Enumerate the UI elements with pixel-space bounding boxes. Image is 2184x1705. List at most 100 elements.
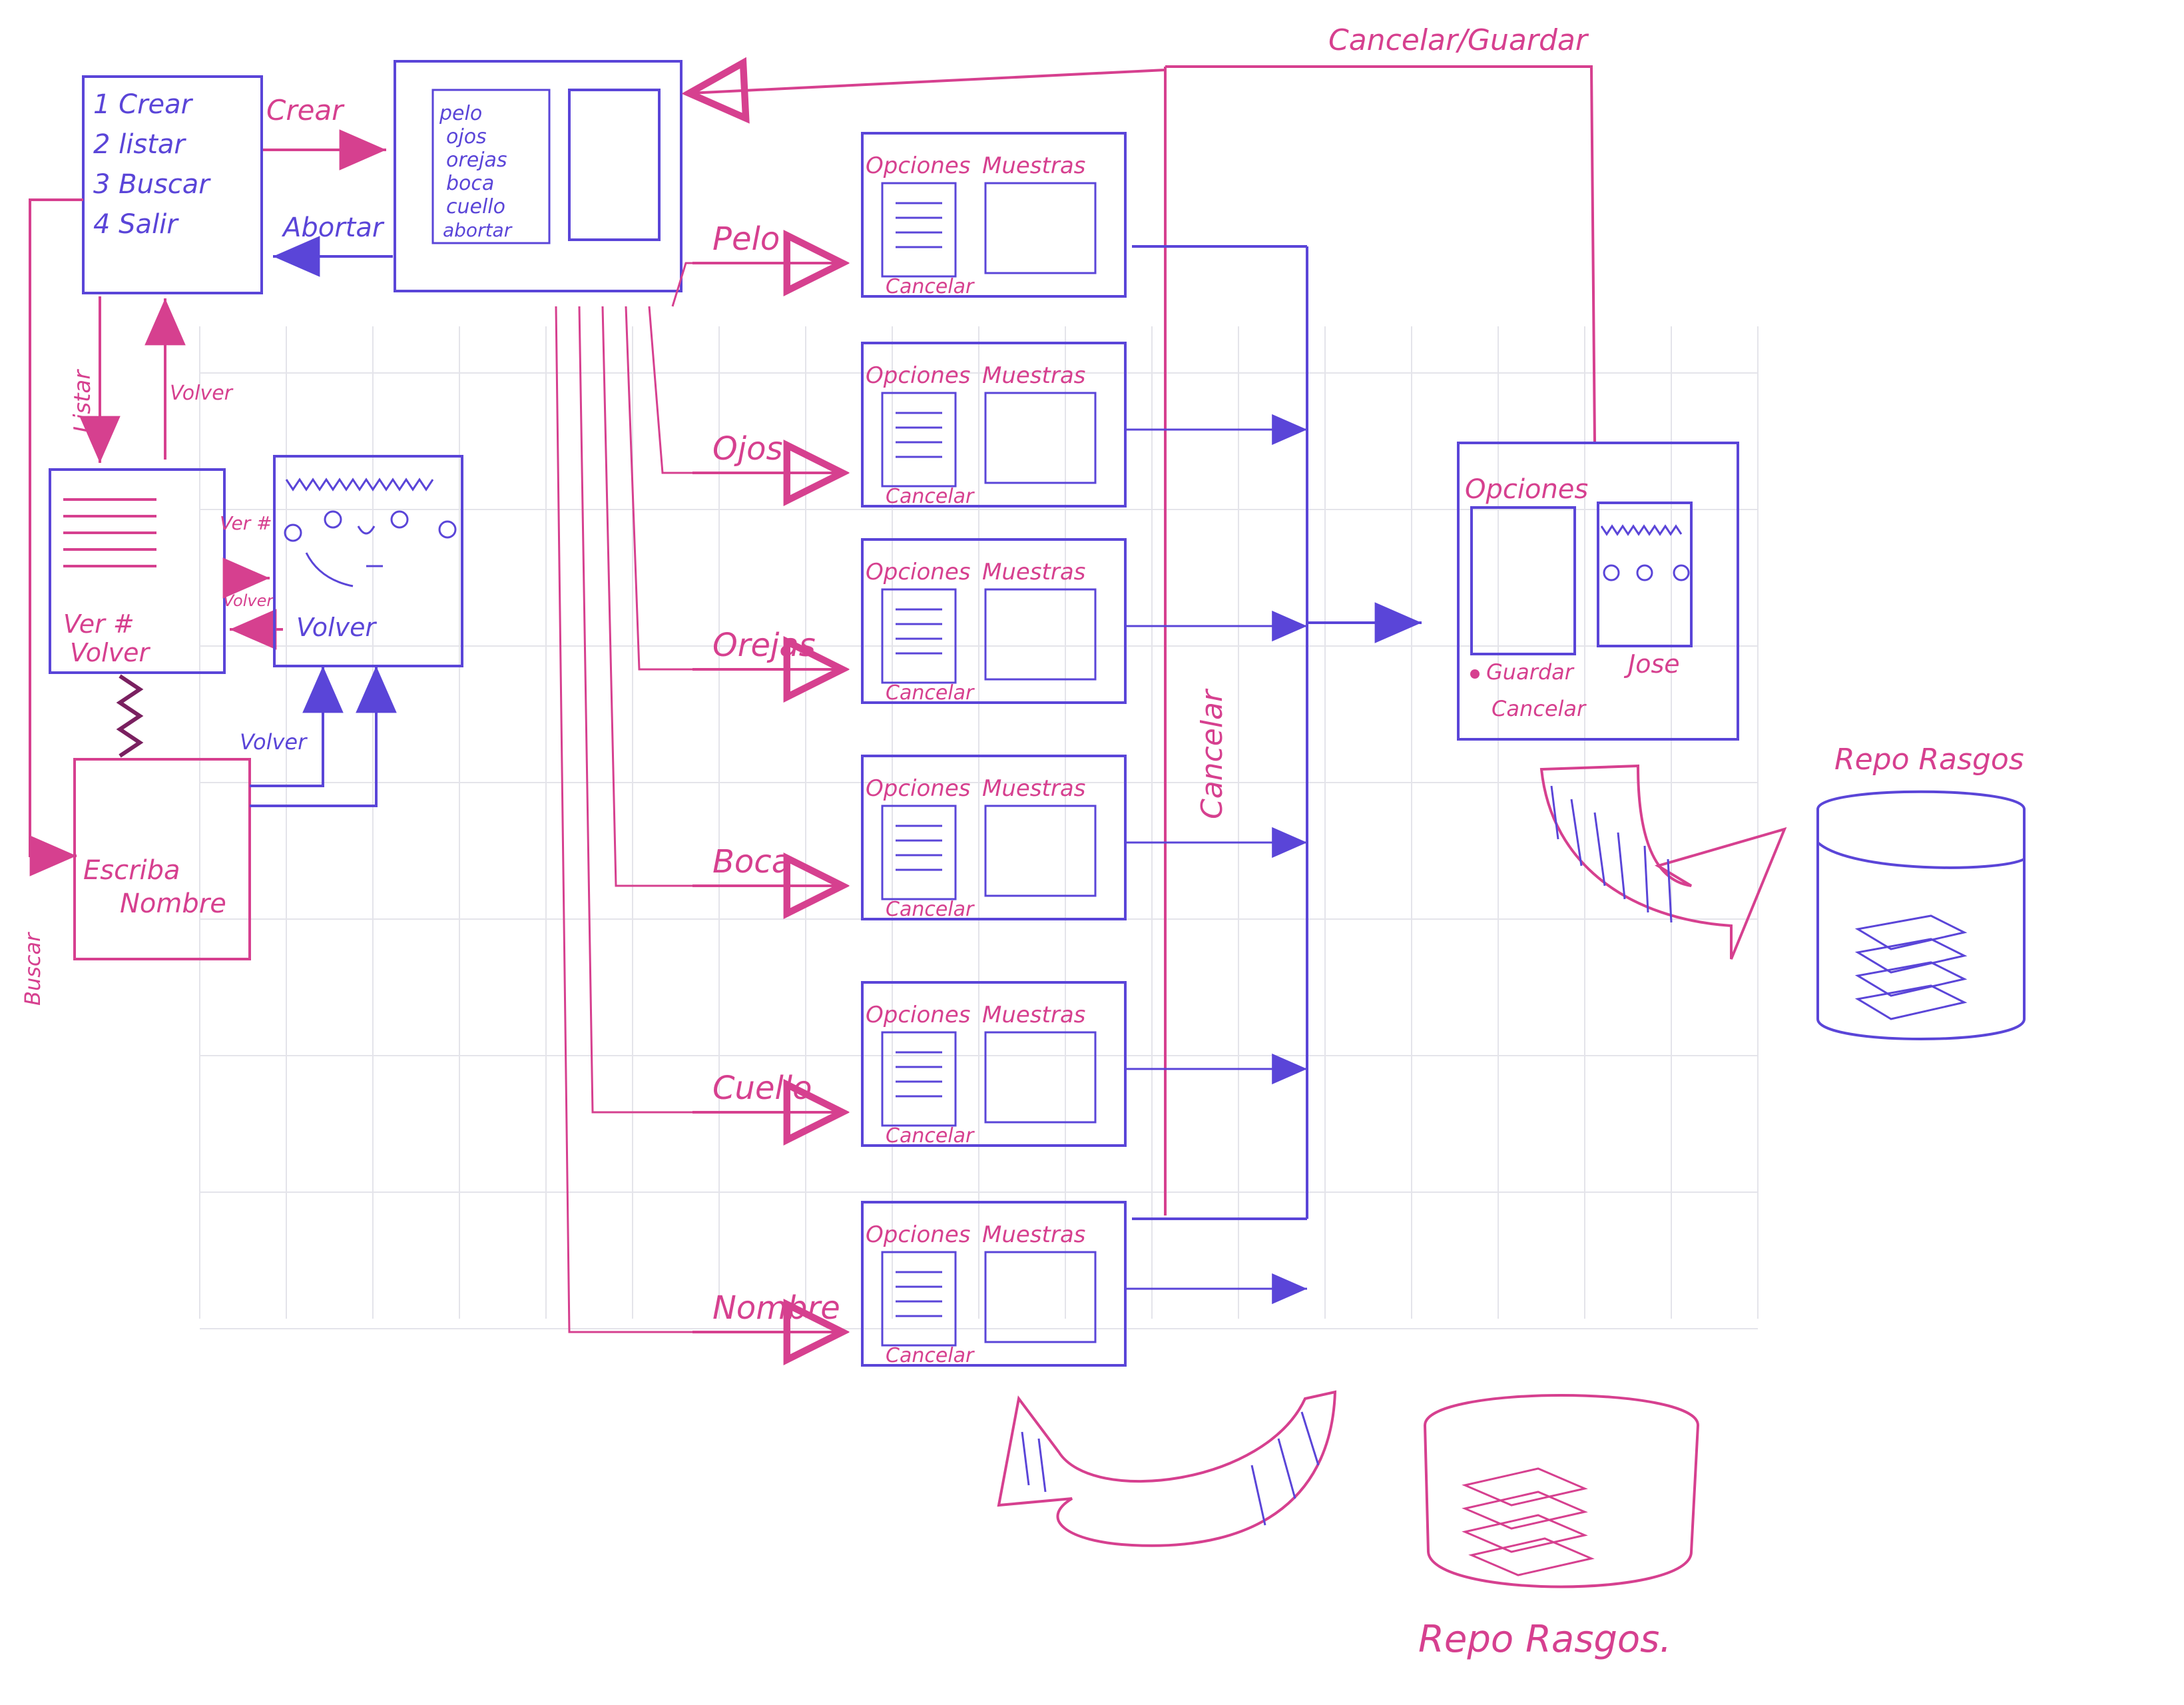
svg-text:Repo Rasgos.: Repo Rasgos. — [1418, 1618, 1671, 1661]
svg-text:Volver: Volver — [223, 591, 274, 610]
opciones-label: Opciones — [866, 1221, 970, 1248]
opciones-label: Opciones — [866, 775, 970, 802]
menu-item: 1 Crear — [93, 89, 194, 120]
svg-text:Volver: Volver — [240, 729, 308, 755]
muestras-panel — [984, 1031, 1097, 1124]
svg-text:Volver: Volver — [170, 382, 234, 405]
muestras-label: Muestras — [982, 362, 1085, 389]
face-screen: Volver — [273, 455, 463, 667]
opciones-panel — [881, 392, 957, 488]
trait-menu-item: cuello — [446, 195, 505, 218]
opciones-panel — [881, 805, 957, 900]
list-to-name-connector — [116, 674, 144, 758]
muestras-panel — [984, 588, 1097, 681]
name-to-face-edges: Volver — [240, 666, 397, 807]
svg-text:Nombre: Nombre — [120, 888, 226, 919]
trait-frame — [861, 755, 1127, 920]
muestras-panel — [984, 805, 1097, 897]
svg-text:Cancelar/Guardar: Cancelar/Guardar — [1328, 23, 1589, 57]
muestras-label: Muestras — [982, 1221, 1085, 1248]
trait-frame — [861, 342, 1127, 508]
cancelar-vertical-label: Cancelar — [1195, 688, 1229, 819]
cancelar-label: Cancelar — [886, 1124, 975, 1148]
branch-line — [625, 306, 692, 671]
branch-line — [648, 306, 692, 474]
svg-text:Ver #: Ver # — [63, 609, 135, 639]
trait-frame — [861, 538, 1127, 704]
svg-text:Opciones: Opciones — [1465, 474, 1588, 505]
trait-menu-item: abortar — [443, 219, 513, 241]
trait-menu-item: boca — [446, 172, 494, 195]
volver-up-edge: Volver — [144, 298, 234, 460]
crear-edge: Crear — [263, 94, 386, 170]
svg-text:Guardar: Guardar — [1486, 659, 1575, 685]
save-arrow-bottom — [997, 1390, 1337, 1547]
opciones-panel — [881, 1251, 957, 1347]
menu-item: 3 Buscar — [93, 169, 211, 200]
trait-branch-lines — [555, 262, 692, 1333]
opciones-panel — [881, 588, 957, 684]
listar-edge: Listar — [69, 296, 121, 463]
opciones-label: Opciones — [866, 362, 970, 389]
list-screen: Ver # Volver — [49, 468, 226, 674]
muestras-label: Muestras — [982, 1002, 1085, 1028]
branch-line — [555, 306, 692, 1333]
opciones-label: Opciones — [866, 153, 970, 179]
muestras-label: Muestras — [982, 153, 1085, 179]
svg-text:Abortar: Abortar — [281, 212, 385, 243]
svg-text:Jose: Jose — [1623, 649, 1680, 679]
svg-text:Volver: Volver — [296, 613, 377, 642]
svg-text:Cancelar: Cancelar — [1492, 696, 1587, 721]
svg-text:Buscar: Buscar — [20, 932, 45, 1006]
svg-text:Volver: Volver — [70, 638, 150, 667]
trait-frame — [861, 981, 1127, 1147]
svg-text:Listar: Listar — [69, 369, 96, 433]
main-menu-screen: 1 Crear 2 listar 3 Buscar 4 Salir — [82, 75, 263, 294]
trait-label: Nombre — [712, 1289, 840, 1327]
svg-text:Escriba: Escriba — [83, 855, 180, 886]
svg-text:Repo Rasgos: Repo Rasgos — [1834, 743, 2024, 777]
trait-menu-screen: pelo ojos orejas boca cuello abortar — [394, 60, 682, 292]
trait-menu-item: pelo — [439, 102, 482, 125]
trait-frame — [861, 132, 1127, 298]
cancelar-label: Cancelar — [886, 1344, 975, 1367]
menu-item: 2 listar — [93, 129, 186, 160]
svg-text:Ver #: Ver # — [220, 512, 272, 534]
cancelar-label: Cancelar — [886, 681, 975, 705]
opciones-label: Opciones — [866, 559, 970, 585]
muestras-label: Muestras — [982, 775, 1085, 802]
trait-label: Ojos — [712, 430, 783, 468]
trait-label: Cuello — [712, 1070, 812, 1107]
muestras-panel — [984, 182, 1097, 274]
branch-line — [671, 262, 692, 307]
result-screen: Opciones Jose Guardar Cancelar — [1457, 442, 1739, 741]
cancelar-guardar-edge: Cancelar/Guardar — [689, 23, 1596, 1215]
trait-label: Orejas — [712, 627, 816, 664]
muestras-label: Muestras — [982, 559, 1085, 585]
repo-rasgos-right: Repo Rasgos — [1816, 743, 2026, 1040]
name-screen: Escriba Nombre — [73, 758, 251, 960]
muestras-panel — [984, 392, 1097, 484]
cancelar-label: Cancelar — [886, 898, 975, 921]
trait-label: Pelo — [712, 220, 780, 258]
save-arrow-right — [1539, 764, 1787, 960]
trait-menu-item: orejas — [446, 149, 507, 172]
cancelar-label: Cancelar — [886, 275, 975, 298]
opciones-label: Opciones — [866, 1002, 970, 1028]
muestras-panel — [984, 1251, 1097, 1343]
opciones-panel — [881, 182, 957, 278]
trait-label: Boca — [712, 843, 791, 880]
svg-text:Crear: Crear — [266, 94, 345, 127]
branch-line — [601, 306, 692, 887]
opciones-panel — [881, 1031, 957, 1127]
blue-bus — [1132, 245, 1422, 1220]
branch-line — [578, 306, 692, 1114]
menu-item: 4 Salir — [93, 209, 179, 240]
